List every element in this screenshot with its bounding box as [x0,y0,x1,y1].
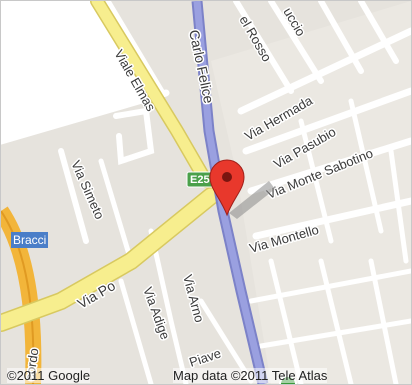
map-pin-icon[interactable] [209,159,245,217]
map-attribution: ©2011 Google Map data ©2011 Tele Atlas [1,368,411,384]
highlighted-place-label: Bracci [11,232,49,248]
major-roads [1,1,220,332]
marker-shadow [229,181,275,219]
svg-text:E25: E25 [190,174,210,186]
map-data-credit[interactable]: Map data ©2011 Tele Atlas [173,368,328,383]
copyright-text: ©2011 Google [7,368,91,383]
city-block-area [211,1,411,384]
